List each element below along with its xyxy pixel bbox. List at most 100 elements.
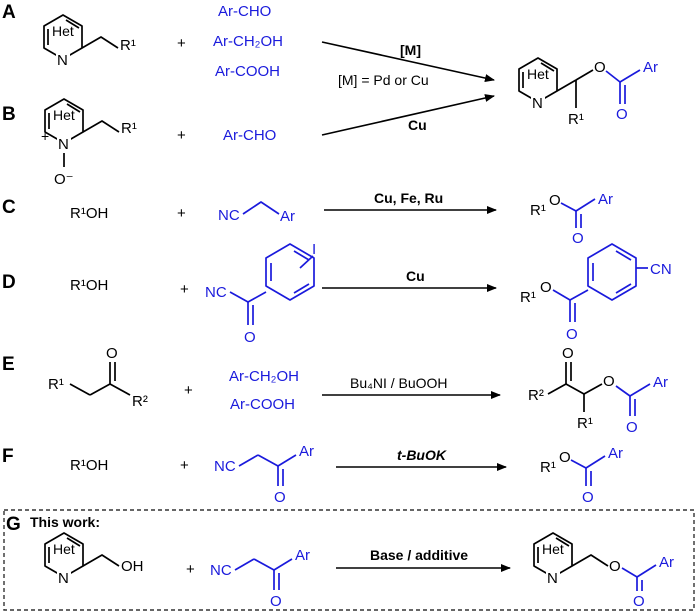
r1-label: R¹ <box>530 202 546 219</box>
carbonyl-oxygen: O <box>633 593 645 610</box>
reagent-ar-cho: Ar-CHO <box>218 3 271 20</box>
nitrile-nc: NC <box>214 458 236 475</box>
row-e-label: E <box>2 354 15 375</box>
cyano-substituent: CN <box>650 261 672 278</box>
o-minus: O⁻ <box>54 171 74 188</box>
plus-sign: + <box>177 35 186 52</box>
carbonyl-oxygen: O <box>566 326 578 343</box>
nitrile-nc: NC <box>205 284 227 301</box>
row-f: F R¹OH + NC O Ar t-BuOK R¹ O O Ar <box>2 443 623 506</box>
reagent-ar-ch2oh: Ar-CH₂OH <box>229 368 299 385</box>
condition-cu: Cu <box>406 268 425 284</box>
carbonyl-oxygen: O <box>106 345 118 362</box>
het-text: Het <box>53 541 75 557</box>
row-g-this-work: G This work: Het N OH + NC O Ar Base / a… <box>3 509 695 611</box>
carbonyl-oxygen: O <box>562 345 574 362</box>
row-c: C R¹OH + NC Ar Cu, Fe, Ru R¹ O O Ar <box>2 190 613 247</box>
carbonyl-oxygen: O <box>270 593 282 610</box>
this-work-box <box>3 509 695 611</box>
alcohol-substrate: R¹OH <box>70 457 108 474</box>
aryl-group: Ar <box>295 547 310 564</box>
carbonyl-oxygen: O <box>626 419 638 436</box>
ester-oxygen: O <box>609 558 621 575</box>
plus-sign: + <box>184 382 193 399</box>
r2-label: R² <box>528 387 544 404</box>
r2-label: R² <box>132 393 148 410</box>
reagent-ar-ch2oh: Ar-CH₂OH <box>213 33 283 50</box>
r1-label: R¹ <box>577 415 593 432</box>
condition-m: [M] <box>400 42 421 58</box>
iodo-substituent: I <box>312 241 316 258</box>
row-a: A Het N R¹ + Ar-CHO Ar-CH₂OH Ar-COOH [M]… <box>2 2 495 88</box>
het-text: Het <box>527 66 549 82</box>
benzene-ring <box>587 243 637 301</box>
carbonyl-oxygen: O <box>572 230 584 247</box>
row-f-label: F <box>2 446 14 467</box>
reaction-arrow-b <box>321 94 495 136</box>
r1-label: R¹ <box>120 37 136 54</box>
row-b-label: B <box>2 104 16 125</box>
this-work-title: This work: <box>30 514 100 530</box>
n-plus-charge: + <box>41 128 49 144</box>
ester-oxygen: O <box>559 449 571 466</box>
condition-bu4ni-buooh: Bu₄NI / BuOOH <box>350 375 448 391</box>
het-text: Het <box>52 23 74 39</box>
aryl-group: Ar <box>608 445 623 462</box>
plus-sign: + <box>180 281 189 298</box>
r1-label: R¹ <box>48 376 64 393</box>
pyridine-ring: Het <box>44 532 84 578</box>
reaction-arrow-a <box>321 41 495 82</box>
product-acyloxy-pyridine: Het N R¹ O O Ar <box>518 57 658 128</box>
plus-sign: + <box>186 561 195 578</box>
alcohol-substrate: R¹OH <box>70 205 108 222</box>
nitrile-nc: NC <box>210 562 232 579</box>
nitrogen-atom: N <box>547 570 558 587</box>
ester-oxygen: O <box>549 192 561 209</box>
row-g-label: G <box>6 514 21 535</box>
r1-label: R¹ <box>540 459 556 476</box>
het-text: Het <box>542 541 564 557</box>
ester-oxygen: O <box>603 373 615 390</box>
het-text: Het <box>53 107 75 123</box>
plus-sign: + <box>177 205 186 222</box>
condition-m-definition: [M] = Pd or Cu <box>338 72 429 88</box>
reagent-ar-cooh: Ar-COOH <box>230 396 295 413</box>
alcohol-substrate: R¹OH <box>70 277 108 294</box>
carbonyl-oxygen: O <box>582 489 594 506</box>
carbonyl-oxygen: O <box>274 489 286 506</box>
condition-base-additive: Base / additive <box>370 547 468 563</box>
benzene-ring <box>265 243 315 301</box>
ester-oxygen: O <box>540 279 552 296</box>
row-a-label: A <box>2 2 16 23</box>
row-e: E R¹ O R² + Ar-CH₂OH Ar-COOH Bu₄NI / BuO… <box>2 345 668 436</box>
aryl-group: Ar <box>659 554 674 571</box>
aryl-group: Ar <box>598 191 613 208</box>
n-oxide-nitrogen: N <box>58 136 69 153</box>
row-c-label: C <box>2 197 16 218</box>
nitrogen-atom: N <box>58 570 69 587</box>
row-b: B Het N + O⁻ R¹ + Ar-CHO Cu <box>2 94 495 188</box>
hydroxyl-group: OH <box>121 558 144 575</box>
nitrogen-atom: N <box>532 95 543 112</box>
condition-cu-fe-ru: Cu, Fe, Ru <box>374 190 443 206</box>
plus-sign: + <box>177 127 186 144</box>
aryl-group: Ar <box>280 208 295 225</box>
reagent-ar-cooh: Ar-COOH <box>215 63 280 80</box>
aryl-group: Ar <box>653 374 668 391</box>
ester-oxygen: O <box>594 59 606 76</box>
aryl-group: Ar <box>643 59 658 76</box>
row-d-label: D <box>2 272 16 293</box>
reagent-ar-cho: Ar-CHO <box>223 127 276 144</box>
row-d: D R¹OH + NC O I Cu R¹ O O CN <box>2 241 672 346</box>
condition-cu: Cu <box>408 117 427 133</box>
r1-label: R¹ <box>121 120 137 137</box>
carbonyl-oxygen: O <box>616 106 628 123</box>
nitrile-nc: NC <box>218 207 240 224</box>
r1-label: R¹ <box>568 111 584 128</box>
plus-sign: + <box>180 457 189 474</box>
nitrogen-atom: N <box>57 52 68 69</box>
aryl-group: Ar <box>299 443 314 460</box>
r1-label: R¹ <box>520 289 536 306</box>
carbonyl-oxygen: O <box>244 329 256 346</box>
